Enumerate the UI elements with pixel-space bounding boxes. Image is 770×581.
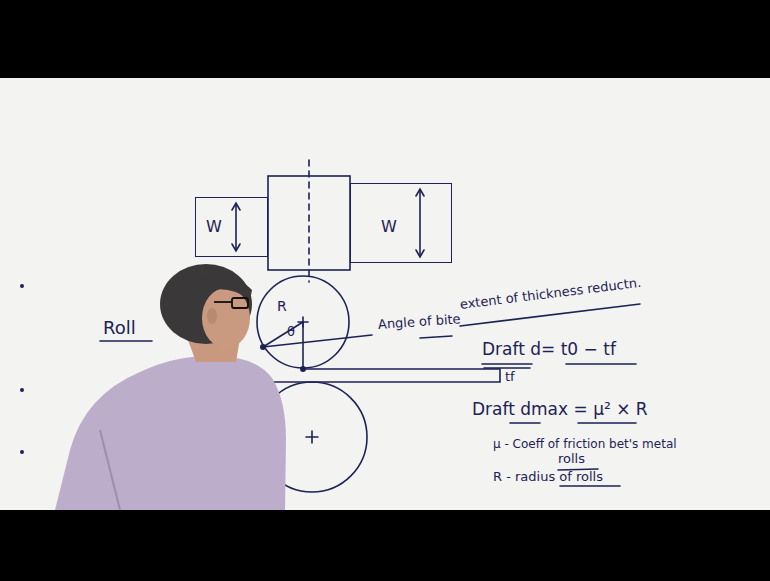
roll-circle: Rθ (256, 275, 350, 369)
board-note: Draft d= t0 − tf (482, 340, 616, 359)
lecturer (55, 264, 286, 510)
roll-outline (256, 275, 350, 369)
board-note: rolls (558, 452, 585, 466)
dimension-symbol: R (277, 299, 287, 314)
dimension-symbol: θ (287, 325, 295, 339)
board-note: Roll (103, 318, 136, 338)
width-label: W (206, 218, 222, 236)
workpiece-box: W (350, 183, 452, 263)
board-note: R - radius of rolls (493, 470, 603, 484)
board-note: Draft dmax = μ² × R (472, 400, 648, 419)
board-note: μ - Coeff of friction bet's metal (493, 438, 677, 451)
workpiece-box: W (195, 197, 268, 257)
board-note: tf (505, 370, 515, 384)
width-label: W (381, 218, 397, 236)
